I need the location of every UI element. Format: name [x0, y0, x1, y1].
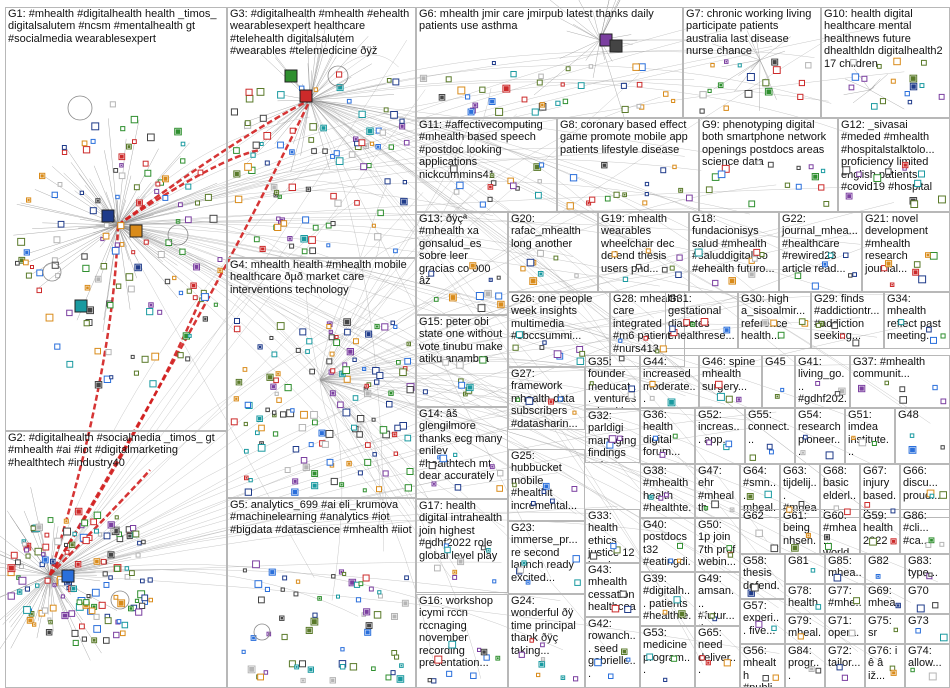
nodes [8, 34, 947, 683]
